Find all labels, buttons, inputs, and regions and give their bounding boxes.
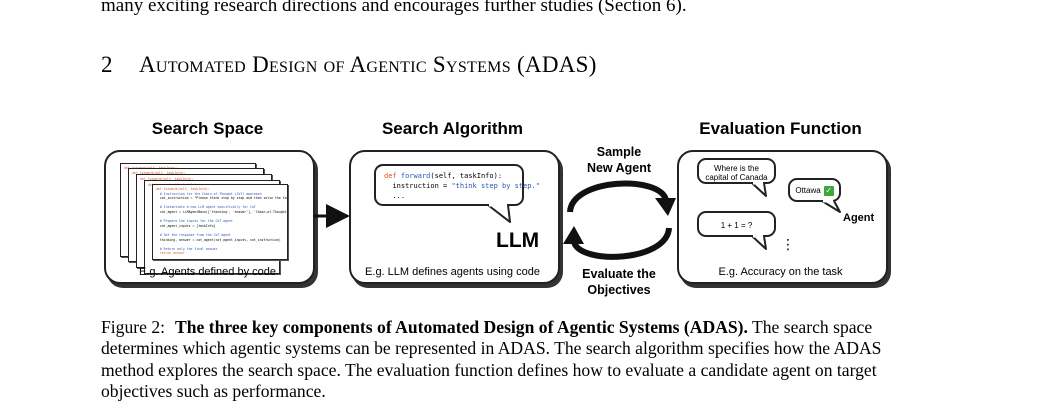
search-algorithm-title: Search Algorithm	[381, 119, 524, 138]
sample-label-line-2: New Agent	[586, 161, 652, 175]
code-line-2: instruction =	[392, 182, 452, 190]
code-sheet-front: def forward(self, taskInfo): # Instructi…	[152, 184, 288, 260]
code-string: "think step by step."	[451, 182, 540, 190]
code-line: return answer	[156, 251, 185, 256]
llm-label: LLM	[496, 229, 540, 252]
previous-paragraph-line: many exciting research directions and en…	[101, 0, 687, 16]
evaluate-label-line-1: Evaluate the	[582, 267, 656, 281]
sample-label-line-1: Sample	[596, 145, 642, 159]
code-line-3: ...	[392, 192, 406, 200]
section-title: Automated Design of Agentic Systems (ADA…	[139, 52, 597, 77]
sample-new-agent-label: Sample New Agent	[570, 144, 668, 176]
code-line: # Get the response from the CoT agent	[156, 232, 231, 237]
evaluation-function-caption: E.g. Accuracy on the task	[718, 266, 843, 278]
figure-label: Figure 2:	[101, 317, 166, 337]
code-args: (self, taskInfo):	[430, 172, 503, 180]
agent-label: Agent	[843, 212, 875, 224]
code-line: cot_agent = LLMAgentBase(['thinking', 'a…	[156, 209, 288, 214]
section-heading: 2 Automated Design of Agentic Systems (AD…	[101, 51, 597, 79]
math-question-text: 1 + 1 = ?	[720, 221, 753, 230]
figure-caption: Figure 2: The three key components of Aut…	[101, 317, 894, 403]
search-space-caption: E.g. Agents defined by code	[139, 266, 276, 278]
answer-text: Ottawa	[795, 186, 821, 196]
figure-caption-bold: The three key components of Automated De…	[175, 317, 748, 337]
code-line: def forward(self, taskInfo):	[156, 187, 210, 191]
code-line: # Prepare the inputs for the CoT agent	[156, 219, 233, 224]
evaluate-objectives-label: Evaluate the Objectives	[570, 266, 668, 298]
code-line: thinking, answer = cot_agent(cot_agent_i…	[156, 237, 281, 242]
code-line: # Instantiate a new LLM agent specifical…	[156, 205, 256, 210]
code-line: def forward(self, taskInfo):	[140, 177, 194, 181]
question-bubble: Where is the capital of Canada	[697, 158, 776, 184]
vertical-ellipsis: ⋮	[781, 236, 795, 252]
code-function-name: forward	[400, 172, 431, 180]
evaluate-label-line-2: Objectives	[587, 283, 651, 297]
math-question-bubble: 1 + 1 = ?	[697, 211, 776, 237]
code-line: # Return only the final answer	[156, 246, 218, 251]
answer-bubble: Ottawa✓	[788, 178, 841, 202]
search-space-title: Search Space	[151, 119, 264, 138]
figure-caption-body: The search space determines which agenti…	[101, 317, 882, 402]
code-keyword: def	[384, 172, 397, 180]
code-line: # Instruction for the Chain-of-Thought (…	[156, 191, 262, 196]
code-line: def forward(self, taskInfo):	[132, 171, 186, 175]
question-line-1: Where is the	[714, 164, 759, 173]
section-number: 2	[101, 52, 113, 77]
search-algorithm-caption: E.g. LLM defines agents using code	[365, 266, 540, 278]
llm-code-bubble: def forward(self, taskInfo): instruction…	[374, 164, 540, 206]
question-line-2: capital of Canada	[705, 173, 768, 182]
code-line: cot_agent_inputs = [taskInfo]	[156, 223, 216, 228]
check-icon: ✓	[823, 186, 834, 196]
evaluation-function-title: Evaluation Function	[699, 119, 862, 138]
